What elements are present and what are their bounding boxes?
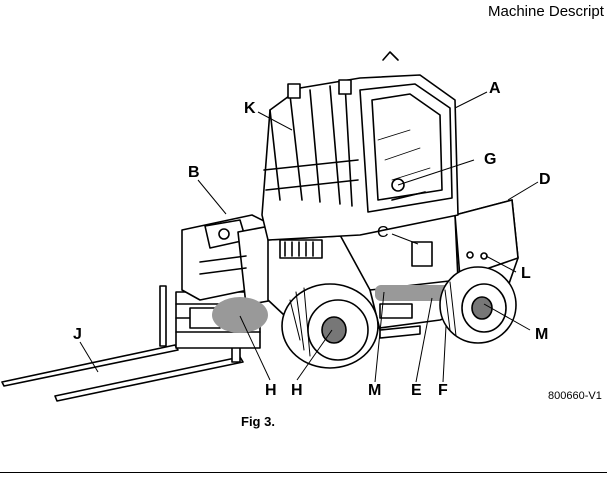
figure-caption: Fig 3. [241,414,275,429]
callout-a: A [489,80,501,97]
callout-l: L [521,265,531,282]
leader-lines [79,91,539,383]
header-title: Machine Descript [488,3,604,20]
callout-e: E [411,382,422,399]
figure-code: 800660-V1 [548,390,602,402]
bottom-rule [0,472,607,473]
rear-wheel [439,266,517,344]
callout-m-right: M [535,326,549,343]
front-grille [279,239,323,259]
cab [261,51,459,241]
callout-h-right: H [291,382,303,399]
boom [181,214,275,306]
front-wheel [281,283,379,369]
callout-j: J [73,326,82,343]
callout-g: G [484,151,497,168]
callout-c: C [377,224,389,241]
callout-f: F [438,382,448,399]
callout-m-center: M [368,382,382,399]
callout-d: D [539,171,551,188]
callout-h-left: H [265,382,277,399]
callout-b: B [188,164,200,181]
callout-k: K [244,100,256,117]
